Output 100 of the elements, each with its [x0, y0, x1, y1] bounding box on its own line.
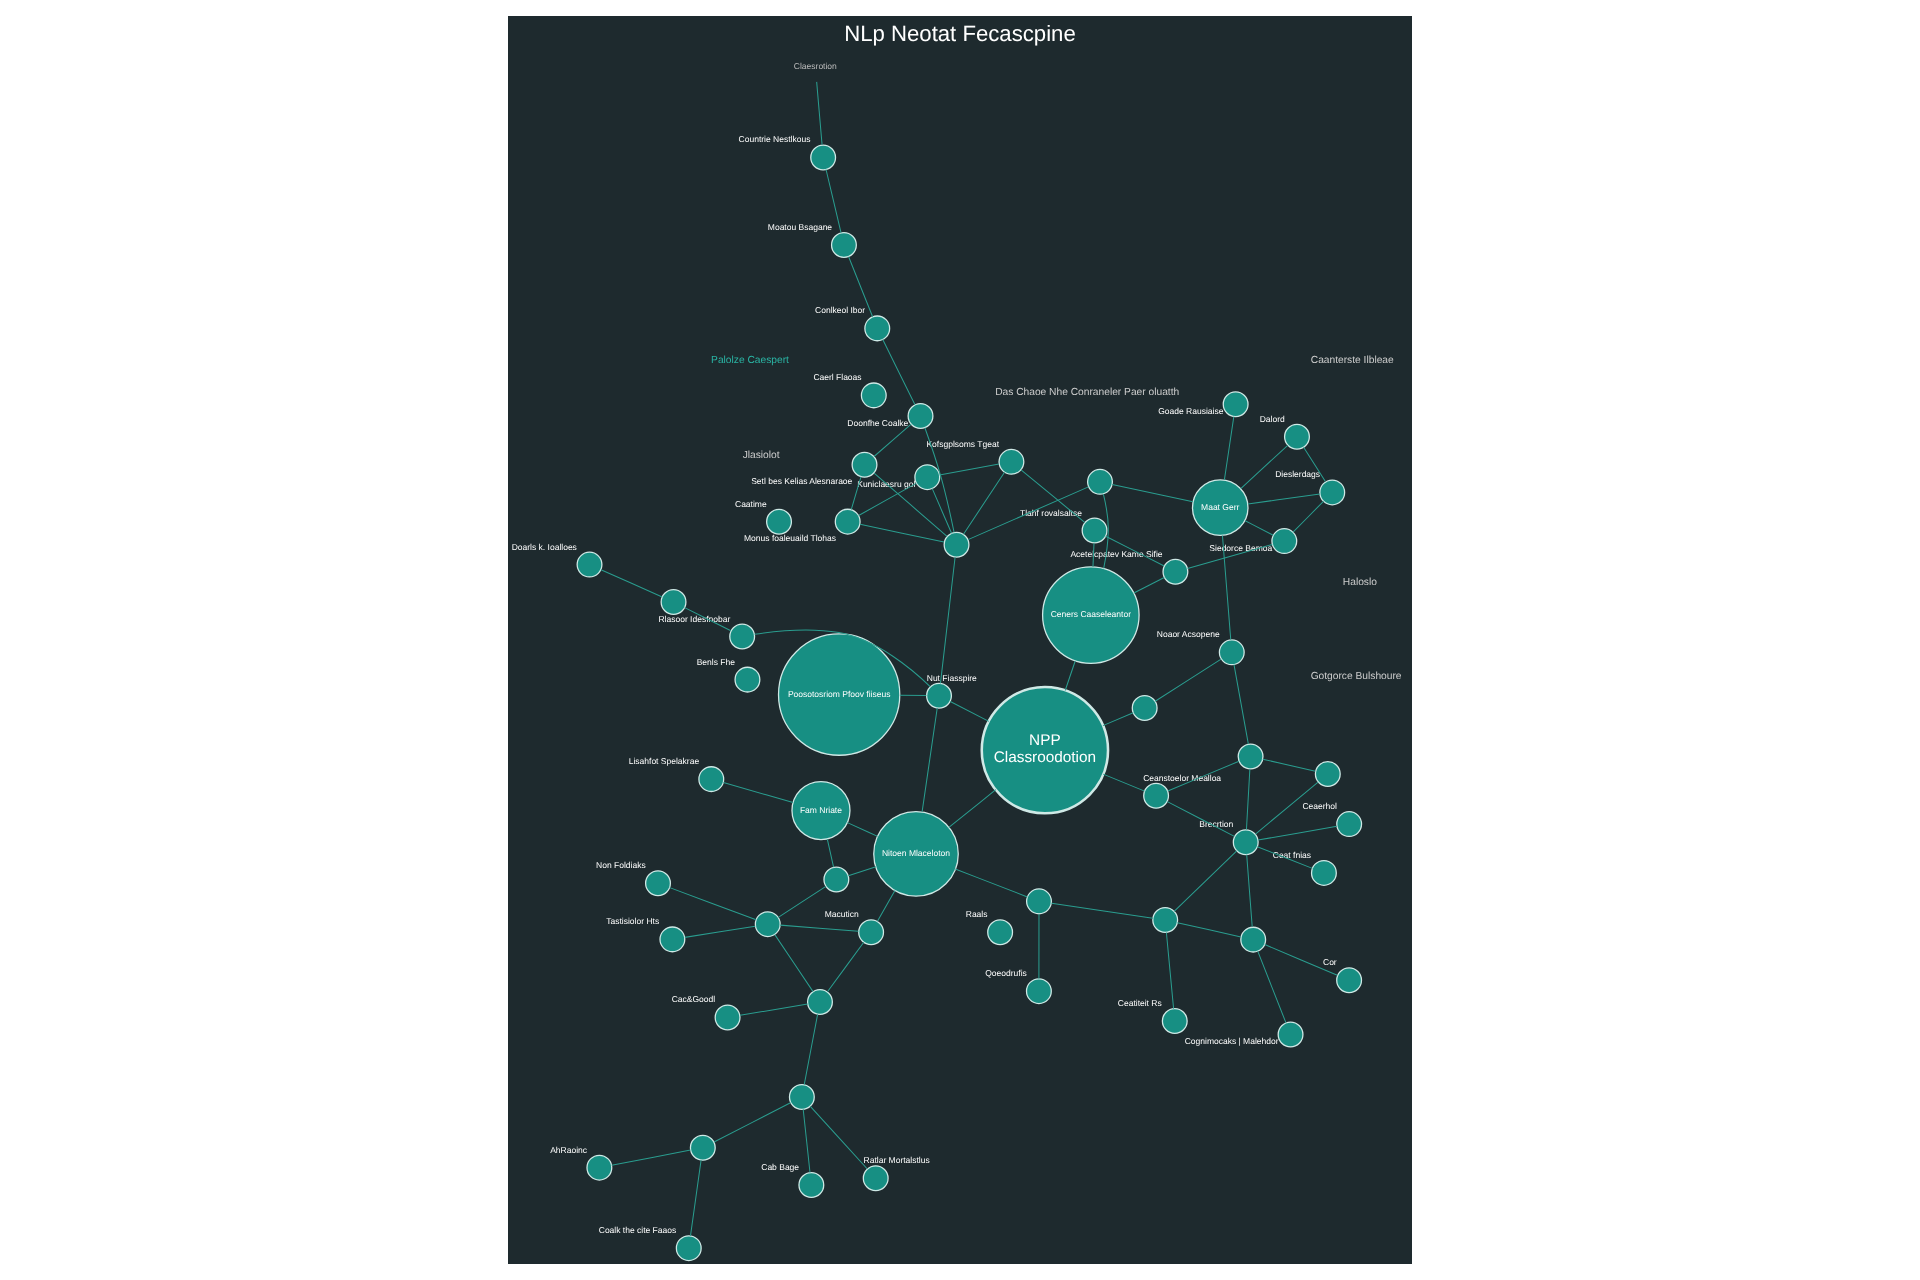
node-circle [1283, 423, 1310, 450]
connector [826, 838, 835, 868]
connector [939, 556, 956, 684]
connector [722, 782, 794, 804]
connector [967, 486, 1089, 541]
node-circle [698, 766, 725, 793]
connector [1111, 483, 1194, 503]
connector [809, 1105, 868, 1170]
node-circle [851, 451, 878, 478]
connector [850, 476, 862, 511]
node-circle [862, 1165, 889, 1192]
connector [1240, 444, 1289, 490]
connector [858, 482, 917, 516]
node-circle [1218, 639, 1245, 666]
connector [1245, 768, 1251, 831]
node-circle [1161, 1008, 1188, 1035]
node-circle [1314, 761, 1341, 788]
connector [873, 423, 912, 457]
connector [684, 925, 756, 938]
node-circle [1152, 906, 1179, 933]
connector [1221, 535, 1232, 641]
connector [1264, 944, 1338, 976]
connector [847, 866, 877, 877]
node-circle [1025, 978, 1052, 1005]
connector [954, 868, 1028, 898]
connector [949, 701, 990, 722]
connector [826, 941, 865, 993]
node-circle [675, 1235, 702, 1262]
connector [848, 256, 874, 318]
node-circle [576, 551, 603, 578]
node-circle [1336, 811, 1363, 838]
connector [713, 1102, 791, 1143]
node-circle [659, 926, 686, 953]
connector [684, 607, 732, 632]
connector [1246, 854, 1253, 928]
connector [1247, 493, 1321, 505]
connector [1244, 520, 1274, 536]
connector [825, 169, 842, 234]
connector [777, 885, 827, 918]
connector [779, 924, 859, 932]
node-circle [645, 870, 671, 897]
node-circle [1081, 517, 1108, 544]
connector [931, 488, 953, 534]
node-circle [864, 315, 891, 342]
connector [1233, 664, 1249, 745]
connector [1154, 658, 1222, 702]
node-circle [714, 1004, 741, 1031]
connector [938, 463, 1000, 476]
connector [882, 339, 916, 405]
connector [1223, 416, 1235, 481]
connector [962, 471, 1006, 535]
connector [689, 1159, 702, 1237]
node-circle [830, 232, 857, 259]
node-circle [834, 508, 861, 535]
node-circle [860, 382, 887, 409]
node-circle [586, 1154, 613, 1181]
node-circle [1162, 558, 1189, 585]
node-circle [1025, 888, 1052, 915]
connector [1064, 660, 1076, 692]
connector [1257, 825, 1338, 841]
connector [1165, 931, 1175, 1010]
connector [859, 523, 945, 543]
node-circle [1277, 1021, 1304, 1048]
connector [873, 472, 948, 537]
node-circle [766, 508, 793, 535]
node-circle [858, 919, 885, 946]
connector [1102, 773, 1146, 792]
node-circle [729, 623, 756, 650]
connector [846, 822, 879, 837]
node-circle [734, 666, 761, 693]
connector [1102, 493, 1109, 569]
connector [816, 81, 823, 146]
node-circle [1131, 695, 1158, 721]
connector [924, 427, 955, 533]
node-circle [1336, 967, 1363, 994]
connector [1187, 544, 1273, 569]
connector [1176, 922, 1242, 938]
connector [1292, 500, 1324, 533]
connector [803, 1013, 819, 1086]
connector [948, 789, 997, 828]
connector [1105, 535, 1165, 567]
node-circle [1143, 782, 1170, 809]
node-circle [1310, 859, 1337, 886]
node-circle [806, 988, 833, 1015]
connector [611, 1149, 692, 1166]
node-circle [810, 144, 837, 171]
node-circle [907, 402, 934, 429]
node-circle [943, 531, 970, 558]
connector [1020, 469, 1086, 523]
node-circle [798, 1172, 825, 1199]
node-circle [788, 1083, 815, 1110]
node-circle: NPP Classroodotion [980, 685, 1110, 815]
connector [1303, 446, 1326, 483]
connector [1262, 758, 1316, 772]
connector [774, 934, 814, 993]
node-circle [926, 682, 953, 709]
connector [876, 890, 896, 922]
node-circle [998, 448, 1025, 475]
node-circle [1237, 743, 1264, 770]
connector [1092, 542, 1095, 568]
